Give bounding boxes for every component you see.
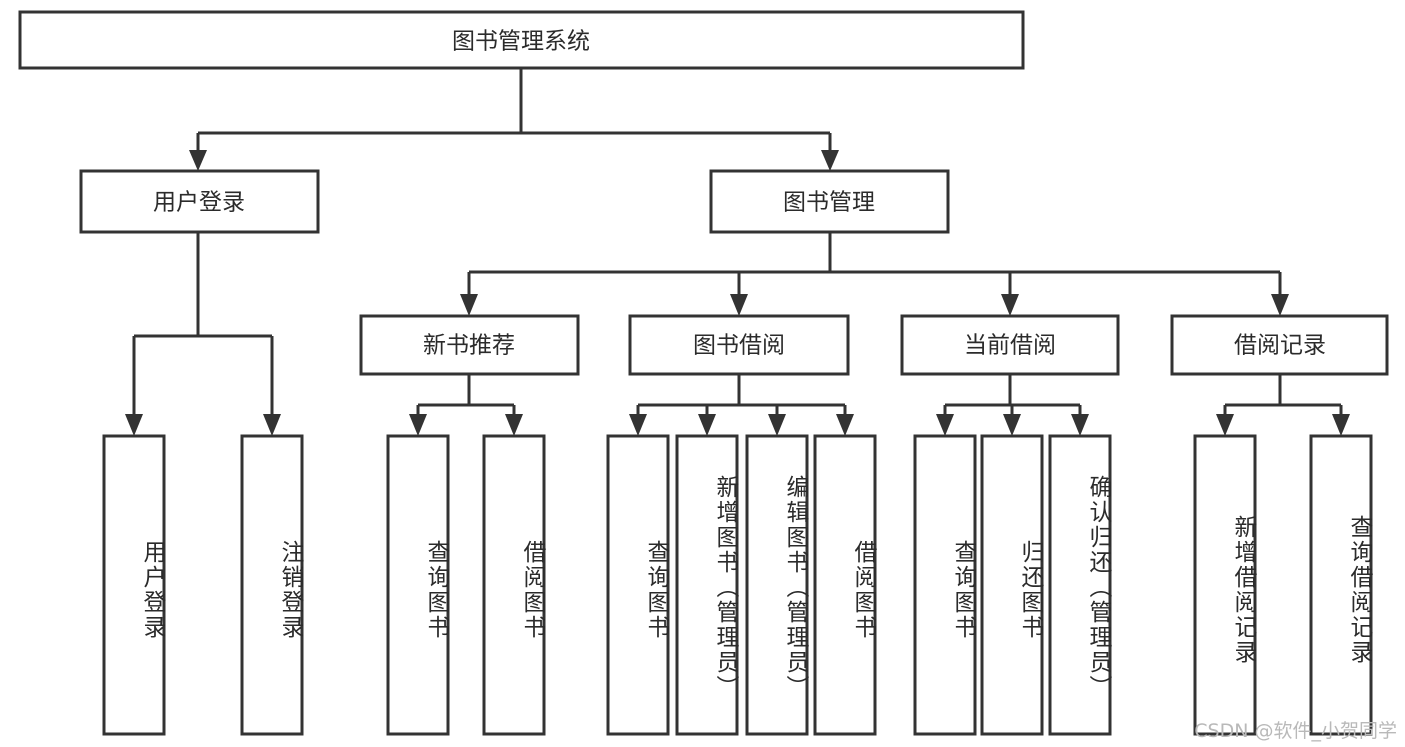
- node-current-borrow-box[interactable]: [900, 314, 1120, 376]
- csdn-watermark: CSDN @软件_小贺同学: [1194, 720, 1397, 742]
- arrowhead-leaf-bookborrow-1: [629, 414, 647, 436]
- leaf-box-new-book-1[interactable]: [386, 434, 450, 736]
- arrowhead-leaf-currentborrow-1: [936, 414, 954, 436]
- node-new-book-recommend-label: 新书推荐: [423, 333, 515, 359]
- node-current-borrow[interactable]: 当前借阅: [900, 314, 1120, 376]
- node-book-management-box[interactable]: [709, 169, 950, 234]
- leaf-box-borrow-record-1[interactable]: [1193, 434, 1257, 736]
- leaf-boxes-layer: [102, 434, 1373, 736]
- leaf-box-user-login-2[interactable]: [240, 434, 304, 736]
- leaf-box-book-borrow-3[interactable]: [745, 434, 809, 736]
- node-borrow-record-box[interactable]: [1170, 314, 1389, 376]
- arrowhead-leaf-borrowrecord-1: [1216, 414, 1234, 436]
- node-user-login-label: 用户登录: [153, 190, 245, 216]
- arrowhead-leaf-bookborrow-2: [698, 414, 716, 436]
- arrowhead-leaf-newbook-2: [505, 414, 523, 436]
- leaf-box-current-borrow-3[interactable]: [1048, 434, 1112, 736]
- arrowhead-leaf-currentborrow-3: [1071, 414, 1089, 436]
- node-new-book-recommend-box[interactable]: [359, 314, 580, 376]
- leaf-box-current-borrow-1[interactable]: [913, 434, 977, 736]
- node-borrow-record[interactable]: 借阅记录: [1170, 314, 1389, 376]
- arrowhead-book-manage: [821, 150, 839, 171]
- node-book-management-label: 图书管理: [783, 190, 875, 216]
- leaf-box-user-login-1[interactable]: [102, 434, 166, 736]
- node-book-borrow-label: 图书借阅: [693, 333, 785, 359]
- arrowhead-current-borrow: [1001, 294, 1019, 316]
- arrowhead-leaf-newbook-1: [409, 414, 427, 436]
- node-root-box[interactable]: [18, 10, 1025, 70]
- node-root[interactable]: 图书管理系统: [18, 10, 1025, 70]
- node-user-login[interactable]: 用户登录: [79, 169, 320, 234]
- arrowhead-book-borrow: [730, 294, 748, 316]
- node-book-borrow-box[interactable]: [628, 314, 850, 376]
- arrowhead-new-book: [460, 294, 478, 316]
- leaf-box-borrow-record-2[interactable]: [1309, 434, 1373, 736]
- leaf-box-book-borrow-2[interactable]: [675, 434, 739, 736]
- node-user-login-box[interactable]: [79, 169, 320, 234]
- arrowhead-leaf-bookborrow-4: [836, 414, 854, 436]
- node-current-borrow-label: 当前借阅: [964, 333, 1056, 359]
- connector-layer: [125, 68, 1350, 436]
- node-root-label: 图书管理系统: [452, 29, 590, 55]
- arrowhead-leaf-bookborrow-3: [768, 414, 786, 436]
- leaf-box-current-borrow-2[interactable]: [980, 434, 1044, 736]
- arrowhead-leaf-user-1: [125, 414, 143, 436]
- leaf-box-book-borrow-1[interactable]: [606, 434, 670, 736]
- node-borrow-record-label: 借阅记录: [1234, 333, 1326, 359]
- arrowhead-leaf-currentborrow-2: [1003, 414, 1021, 436]
- arrowhead-leaf-user-2: [263, 414, 281, 436]
- node-book-borrow[interactable]: 图书借阅: [628, 314, 850, 376]
- leaf-box-book-borrow-4[interactable]: [813, 434, 877, 736]
- arrowhead-user-login: [189, 150, 207, 171]
- node-new-book-recommend[interactable]: 新书推荐: [359, 314, 580, 376]
- arrowhead-leaf-borrowrecord-2: [1332, 414, 1350, 436]
- leaf-box-new-book-2[interactable]: [482, 434, 546, 736]
- node-book-management[interactable]: 图书管理: [709, 169, 950, 234]
- arrowhead-borrow-record: [1271, 294, 1289, 316]
